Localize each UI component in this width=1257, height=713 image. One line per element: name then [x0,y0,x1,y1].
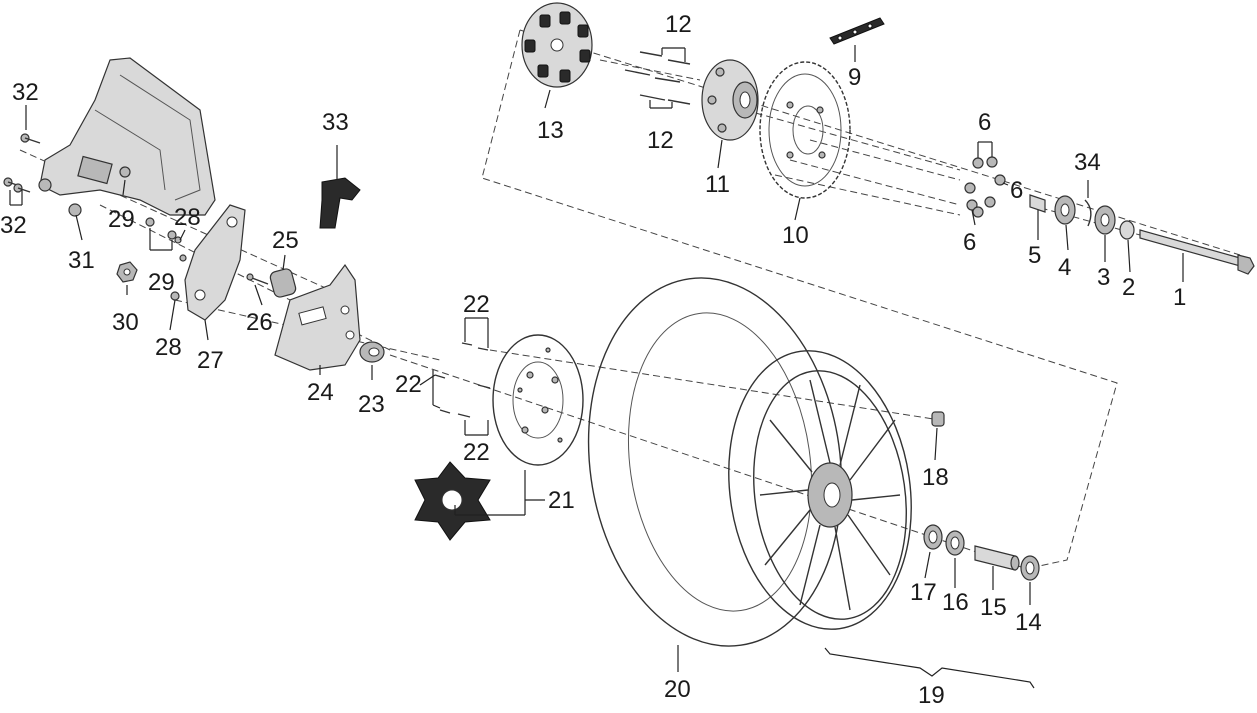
callout-25: 25 [272,227,299,254]
brake-disc-part-21 [492,334,584,466]
callout-9: 9 [848,64,861,91]
tyre-part-20 [587,277,843,647]
callout-32-top: 32 [12,79,39,106]
callout-numbers: 1 2 3 4 5 6 6 6 9 10 11 12 12 13 14 15 1… [0,11,1186,709]
spacer-part-2 [1119,220,1135,240]
wheel-spokes [759,379,901,611]
axle-part-1 [1139,229,1255,275]
callout-1: 1 [1173,284,1186,311]
circlip-part-34 [1084,199,1092,227]
callout-22-top: 22 [463,291,490,318]
callout-34: 34 [1074,149,1101,176]
washers-part-29 [119,166,180,301]
bearing-part-4 [1054,195,1076,225]
bearing-part-17 [923,524,943,550]
chain-guard-part-31 [38,57,216,217]
callout-18: 18 [922,464,949,491]
sensor-part-33 [319,177,361,229]
callout-30: 30 [112,309,139,336]
sprocket-part-10 [759,61,851,199]
callout-6-mid: 6 [1010,177,1023,204]
wheel-rim-part-19 [728,350,912,630]
callout-21: 21 [548,487,575,514]
bolts-part-32 [3,133,41,193]
callout-28-bottom: 28 [155,334,182,361]
callout-22-mid: 22 [395,371,422,398]
callout-12-top: 12 [665,11,692,38]
nut-part-30 [116,261,138,283]
callout-4: 4 [1058,254,1071,281]
damper-part-13 [521,2,593,88]
spacer-part-15 [974,545,1020,571]
callout-19: 19 [918,682,945,709]
callout-2: 2 [1122,274,1135,301]
callout-16: 16 [942,589,969,616]
callout-22-bottom: 22 [463,439,490,466]
callout-28-top: 28 [174,204,201,231]
bolts-part-28 [174,236,187,262]
bolts-part-22 [434,342,491,418]
valve-part-18 [931,411,945,427]
bearing-part-16 [945,530,965,556]
callout-24: 24 [307,379,334,406]
bearing-part-14 [1020,555,1040,581]
caliper-bracket-part-24 [274,263,361,371]
leader-lines [9,45,1184,689]
spacer-part-5 [1029,194,1046,213]
callout-5: 5 [1028,242,1041,269]
callout-6-bottom: 6 [963,229,976,256]
callout-31: 31 [68,247,95,274]
spacer-part-25 [269,268,297,298]
callout-29-top: 29 [108,206,135,233]
bracket-part-27 [184,204,246,321]
assembly-boundary-dashed [481,29,1241,569]
callout-15: 15 [980,594,1007,621]
callout-23: 23 [358,391,385,418]
callout-12-bottom: 12 [647,127,674,154]
callout-10: 10 [782,222,809,249]
callout-20: 20 [664,676,691,703]
callout-11: 11 [705,171,730,198]
callout-29-bottom: 29 [148,269,175,296]
nuts-part-6 [964,156,1006,218]
callout-6-top: 6 [978,109,991,136]
sprocket-carrier-part-11 [701,59,759,141]
callout-3: 3 [1097,264,1110,291]
callout-13: 13 [537,117,564,144]
disc-carrier-part-21 [414,461,491,541]
callout-32-bottom: 32 [0,212,27,239]
callout-14: 14 [1015,609,1042,636]
callout-17: 17 [910,579,937,606]
callout-27: 27 [197,347,224,374]
callout-26: 26 [246,309,273,336]
callout-33: 33 [322,109,349,136]
spacer-part-23 [359,341,385,363]
studs-part-12 [624,51,691,105]
bolts-part-26 [246,273,269,285]
chain-link-part-9 [829,17,885,45]
seal-part-3 [1094,205,1116,235]
